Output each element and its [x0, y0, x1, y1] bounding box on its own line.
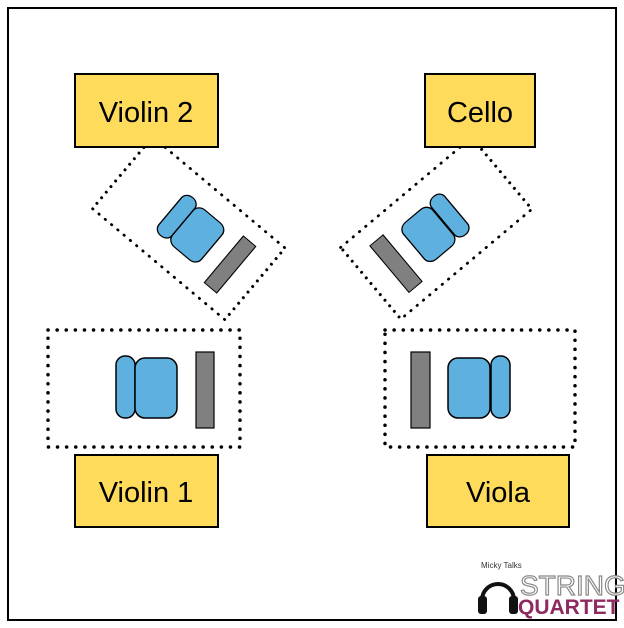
- logo: Micky Talks STRING QUARTET: [478, 561, 624, 619]
- cello-label-text: Cello: [447, 97, 513, 129]
- viola-label-text: Viola: [466, 477, 531, 509]
- violin1-label: Violin 1: [74, 454, 219, 528]
- logo-small-text: Micky Talks: [481, 561, 522, 570]
- logo-quartet-text: QUARTET: [518, 596, 620, 619]
- cello-label: Cello: [424, 73, 536, 148]
- headphones-icon: [478, 582, 518, 614]
- violin1-label-text: Violin 1: [99, 477, 194, 509]
- viola-label: Viola: [426, 454, 570, 528]
- logo-string-text: STRING: [520, 570, 624, 601]
- violin2-label: Violin 2: [74, 73, 219, 148]
- violin2-label-text: Violin 2: [99, 97, 194, 129]
